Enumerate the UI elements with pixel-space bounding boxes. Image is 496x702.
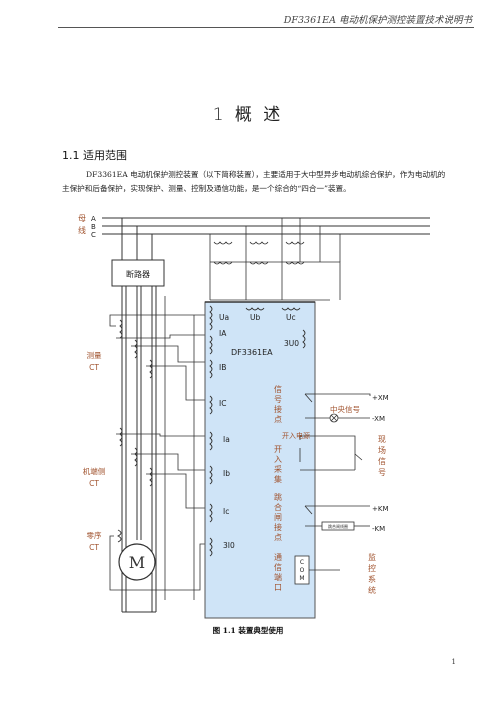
label-ib-measure: IB bbox=[219, 363, 226, 372]
monitoring-label: 监 控 系 统 bbox=[368, 552, 376, 595]
km-pos: +KM bbox=[372, 505, 389, 513]
device-function-labels: 信 号 接 点 开 入 采 集 跳 合 闸 接 点 通 信 端 口 bbox=[274, 384, 282, 592]
label-3u0: 3U0 bbox=[284, 339, 299, 348]
pt-group bbox=[209, 218, 341, 301]
central-signal-label: 中央信号 bbox=[330, 404, 360, 414]
trip-contact-c2: 合 bbox=[274, 502, 282, 512]
phase-c-label: C bbox=[91, 231, 96, 239]
label-ic-measure: IC bbox=[219, 399, 226, 408]
xm-neg: -XM bbox=[372, 415, 385, 423]
signal-contact-c2: 号 bbox=[274, 395, 282, 404]
svg-text:监: 监 bbox=[368, 552, 376, 562]
km-neg: -KM bbox=[372, 525, 385, 533]
page-number: 1 bbox=[451, 658, 456, 666]
device-name: DF3361EA bbox=[231, 348, 273, 357]
comm-port-c4: 口 bbox=[274, 583, 282, 592]
comm-port-c3: 端 bbox=[274, 572, 282, 582]
trip-contact-c4: 接 bbox=[274, 522, 282, 532]
trip-contact-c5: 点 bbox=[274, 533, 282, 542]
com-label: C O M bbox=[299, 559, 304, 582]
ct-measure-label-1: 测量 bbox=[87, 351, 102, 360]
power-input-label: 开入电源 bbox=[282, 431, 310, 440]
header-rule bbox=[58, 27, 474, 28]
bus-bars bbox=[102, 217, 430, 235]
signal-contact-c4: 点 bbox=[274, 415, 282, 424]
ct-zero-label-1: 零序 bbox=[87, 530, 102, 540]
input-collect-c3: 采 bbox=[274, 464, 282, 474]
comm-port-c2: 信 bbox=[274, 562, 282, 572]
breaker-box bbox=[111, 259, 165, 287]
motor-symbol bbox=[118, 543, 156, 581]
svg-text:现: 现 bbox=[378, 435, 386, 444]
motor-conductors bbox=[121, 286, 157, 613]
bus-label-2: 线 bbox=[78, 225, 86, 235]
external-labels: +XM -XM +KM -KM bbox=[372, 394, 389, 533]
ct-zero-label-2: CT bbox=[89, 543, 99, 552]
label-ua: Ua bbox=[219, 313, 229, 322]
input-collect-c2: 入 bbox=[274, 455, 282, 464]
field-signal-label: 现 场 信 号 bbox=[378, 435, 386, 477]
external-circuits bbox=[299, 393, 371, 571]
ct-measure-label-2: CT bbox=[89, 363, 99, 372]
ct-coils bbox=[116, 319, 153, 543]
label-ia: Ia bbox=[223, 435, 230, 444]
signal-contact-c1: 信 bbox=[274, 384, 282, 394]
label-3i0: 3I0 bbox=[223, 541, 235, 550]
label-ib: Ib bbox=[223, 469, 230, 478]
svg-text:O: O bbox=[300, 567, 305, 574]
svg-text:C: C bbox=[300, 559, 304, 566]
chapter-title: 1 概 述 bbox=[212, 105, 284, 125]
trip-contact-c1: 跳 bbox=[274, 492, 282, 502]
input-collect-c4: 集 bbox=[274, 474, 282, 484]
svg-text:控: 控 bbox=[368, 563, 376, 573]
device-input-labels: Ua Ub Uc 3U0 IA DF3361EA IB IC Ia Ib Ic … bbox=[219, 313, 299, 550]
label-ub: Ub bbox=[250, 313, 260, 322]
device-input-coils bbox=[209, 305, 306, 557]
signal-contact-c3: 接 bbox=[274, 404, 282, 414]
phase-a-label: A bbox=[91, 215, 96, 223]
label-ic: Ic bbox=[223, 507, 229, 516]
label-uc: Uc bbox=[286, 313, 296, 322]
running-header: DF3361EA 电动机保护测控装置技术说明书 bbox=[283, 15, 472, 26]
intro-paragraph: DF3361EA 电动机保护测控装置（以下简称装置），主要适用于大中型异步电动机… bbox=[62, 170, 446, 193]
ct-machine-label-1: 机端侧 bbox=[83, 466, 106, 476]
trip-circuit-label: 跳合闸线圈 bbox=[328, 523, 348, 529]
ct-secondary-wires bbox=[109, 296, 205, 600]
feeder-lines bbox=[121, 218, 153, 260]
input-collect-c1: 开 bbox=[274, 445, 282, 454]
breaker-label: 断路器 bbox=[126, 269, 150, 279]
svg-text:M: M bbox=[299, 575, 304, 582]
svg-text:场: 场 bbox=[378, 446, 386, 455]
trip-contact-c3: 闸 bbox=[274, 513, 282, 522]
bus-label-1: 母 bbox=[78, 214, 86, 223]
svg-text:系: 系 bbox=[368, 574, 376, 584]
svg-text:号: 号 bbox=[378, 468, 386, 477]
motor-label: M bbox=[129, 553, 145, 572]
svg-text:统: 统 bbox=[368, 585, 376, 595]
phase-b-label: B bbox=[91, 223, 96, 231]
comm-port-c1: 通 bbox=[274, 552, 282, 562]
xm-pos: +XM bbox=[372, 394, 389, 402]
label-ia-measure: IA bbox=[219, 329, 227, 338]
section-title: 1.1 适用范围 bbox=[62, 149, 127, 162]
ct-machine-label-2: CT bbox=[89, 479, 99, 488]
figure-caption: 图 1.1 装置典型使用 bbox=[212, 626, 284, 635]
svg-text:信: 信 bbox=[378, 456, 386, 466]
